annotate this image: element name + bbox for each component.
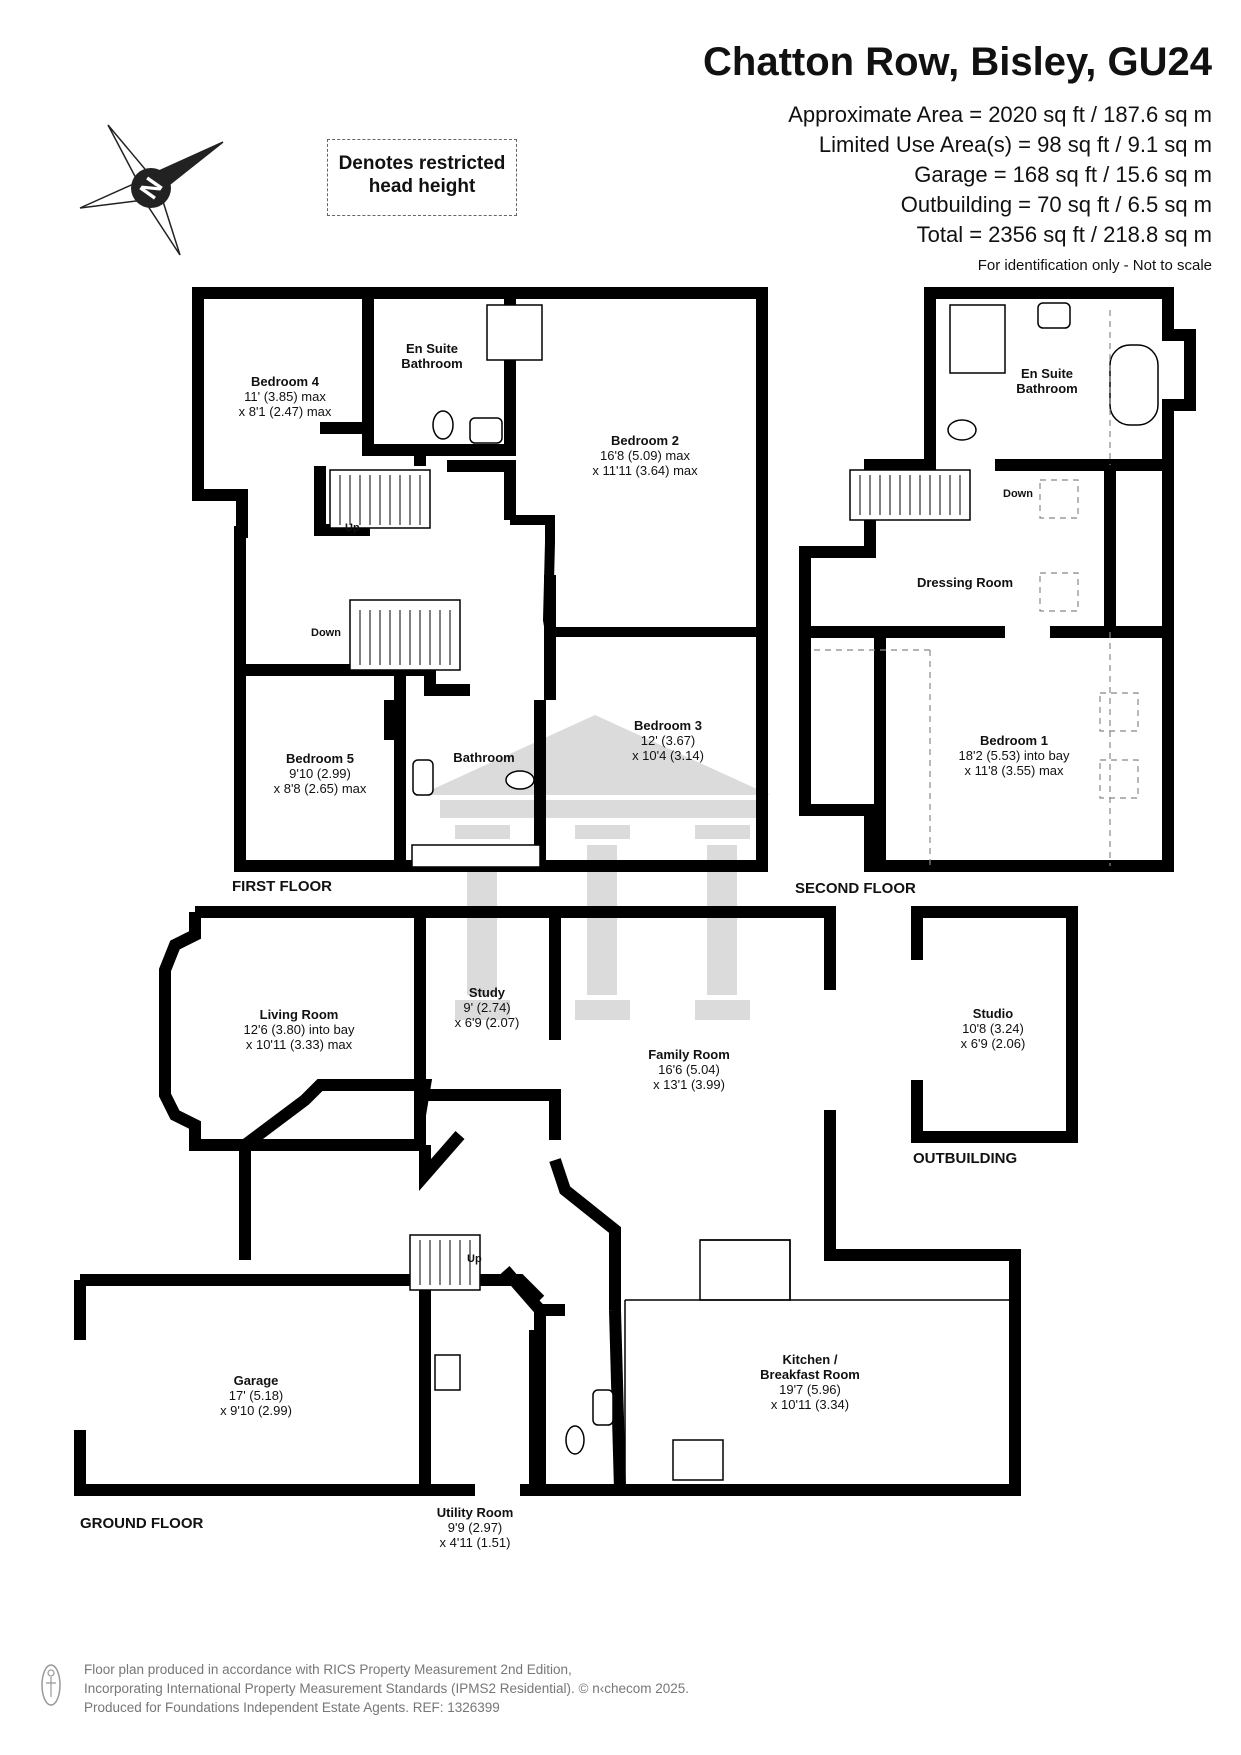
shower-tray-icon <box>949 304 1006 374</box>
kitchen-sink-icon <box>672 1439 724 1481</box>
second-floor-label: SECOND FLOOR <box>795 880 916 897</box>
fixtures <box>411 302 1159 1490</box>
stair-up-label: Up <box>345 522 360 534</box>
toilet-icon <box>505 770 535 790</box>
stair-up-label-ground: Up <box>467 1253 482 1265</box>
legend-line-1: Denotes restricted <box>338 153 506 174</box>
restricted-head-height-areas <box>810 310 1139 866</box>
property-title: Chatton Row, Bisley, GU24 <box>703 40 1212 84</box>
sink-icon <box>434 1354 461 1391</box>
sink-icon <box>1037 302 1071 329</box>
ground-floor-label: GROUND FLOOR <box>80 1515 204 1532</box>
toilet-icon <box>565 1425 585 1455</box>
sink-icon <box>412 759 434 796</box>
room-dressing-room: Dressing Room <box>916 575 1014 590</box>
stair-down-label-second: Down <box>1003 488 1033 500</box>
stair-down-label: Down <box>311 627 341 639</box>
first-floor-label: FIRST FLOOR <box>232 878 332 895</box>
footer-line-1: Floor plan produced in accordance with R… <box>84 1662 572 1677</box>
shower-tray-icon <box>486 304 543 361</box>
person-icon <box>41 1664 61 1706</box>
footer-line-3: Produced for Foundations Independent Est… <box>84 1700 500 1715</box>
stair-treads <box>339 475 961 1285</box>
area-total: Total = 2356 sq ft / 218.8 sq m <box>916 222 1212 247</box>
toilet-icon <box>432 410 454 440</box>
area-limited-use: Limited Use Area(s) = 98 sq ft / 9.1 sq … <box>818 132 1212 157</box>
identification-note: For identification only - Not to scale <box>977 257 1212 274</box>
footer-line-2: Incorporating International Property Mea… <box>84 1681 690 1696</box>
toilet-icon <box>947 419 977 441</box>
area-outbuilding: Outbuilding = 70 sq ft / 6.5 sq m <box>900 192 1212 217</box>
outbuilding-label: OUTBUILDING <box>913 1150 1018 1167</box>
bath-icon <box>1109 344 1159 426</box>
footer-text: Floor plan produced in accordance with R… <box>84 1660 689 1717</box>
restricted-height-legend: Denotes restricted head height <box>327 139 517 216</box>
area-garage: Garage = 168 sq ft / 15.6 sq m <box>914 162 1212 187</box>
legend-line-2: head height <box>368 176 476 197</box>
area-summary: Approximate Area = 2020 sq ft / 187.6 sq… <box>788 100 1212 250</box>
walls <box>74 287 1196 1496</box>
bath-icon <box>411 844 541 868</box>
sink-icon <box>592 1389 614 1426</box>
compass-rose-icon: N <box>79 124 224 256</box>
area-approx: Approximate Area = 2020 sq ft / 187.6 sq… <box>788 102 1212 127</box>
room-bathroom: Bathroom <box>453 750 515 765</box>
sink-icon <box>469 417 503 444</box>
